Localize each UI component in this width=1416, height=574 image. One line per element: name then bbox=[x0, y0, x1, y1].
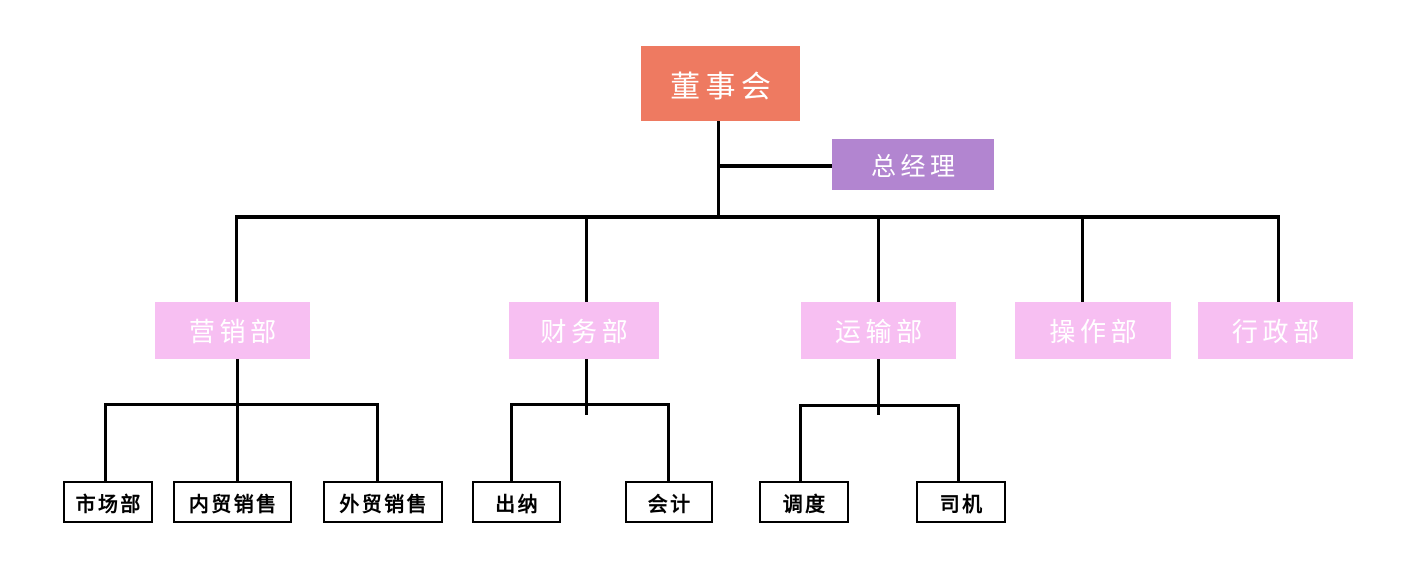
connector-drop-market bbox=[104, 403, 107, 481]
connector-drop-foreign-sales bbox=[376, 403, 379, 481]
node-admin-dept: 行政部 bbox=[1198, 302, 1353, 359]
connector-drop-driver bbox=[957, 404, 960, 481]
connector-transport-bar bbox=[799, 404, 960, 407]
node-cashier: 出纳 bbox=[472, 481, 561, 523]
node-general-manager: 总经理 bbox=[832, 139, 994, 190]
connector-staff-spur bbox=[718, 164, 832, 168]
connector-marketing-bar bbox=[104, 403, 379, 406]
connector-drop-admin bbox=[1277, 215, 1280, 302]
connector-drop-transport bbox=[877, 215, 880, 302]
node-accountant: 会计 bbox=[625, 481, 713, 523]
node-market-dept: 市场部 bbox=[63, 481, 153, 523]
connector-drop-accountant bbox=[667, 403, 670, 481]
connector-drop-cashier bbox=[510, 403, 513, 481]
node-operations-dept: 操作部 bbox=[1015, 302, 1171, 359]
node-transport-dept: 运输部 bbox=[801, 302, 956, 359]
node-driver: 司机 bbox=[916, 481, 1006, 523]
connector-trunk bbox=[235, 215, 1280, 219]
connector-drop-marketing bbox=[235, 215, 238, 302]
connector-finance-vertical bbox=[585, 358, 588, 415]
node-finance-dept: 财务部 bbox=[509, 302, 659, 359]
connector-drop-operations bbox=[1081, 215, 1084, 302]
connector-finance-bar bbox=[510, 403, 670, 406]
connector-drop-dispatch bbox=[799, 404, 802, 481]
node-dispatch: 调度 bbox=[759, 481, 849, 523]
node-marketing-dept: 营销部 bbox=[155, 302, 310, 359]
node-foreign-sales: 外贸销售 bbox=[323, 481, 443, 523]
connector-marketing-vertical bbox=[236, 359, 239, 481]
node-domestic-sales: 内贸销售 bbox=[173, 481, 292, 523]
connector-drop-finance bbox=[585, 215, 588, 302]
connector-transport-vertical bbox=[877, 359, 880, 415]
node-board-of-directors: 董事会 bbox=[641, 46, 800, 121]
